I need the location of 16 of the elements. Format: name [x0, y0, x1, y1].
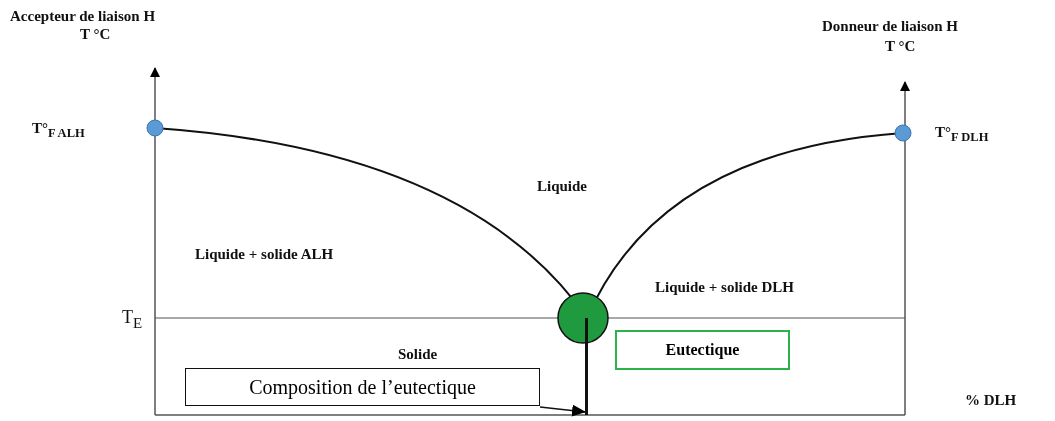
annotation-box: Composition de l’eutectique	[185, 368, 540, 406]
axis-title: % DLH	[965, 392, 1017, 409]
axis-title: Accepteur de liaison H	[10, 8, 156, 25]
region-label: Liquide + solide DLH	[655, 279, 794, 296]
axis-unit: T °C	[885, 38, 916, 55]
axis-title: Donneur de liaison H	[822, 18, 958, 35]
melting-point-label: T°$_{F DLH}$	[935, 124, 989, 145]
axis-unit: T °C	[80, 26, 111, 43]
eutectic-temperature-label: T$_{E}$	[122, 308, 143, 332]
region-label: Liquide	[537, 178, 588, 195]
region-label: Solide	[398, 346, 438, 363]
annotation-box: Eutectique	[615, 330, 790, 370]
eutectic-composition-line	[585, 318, 588, 415]
region-label: Liquide + solide ALH	[195, 246, 334, 263]
melting-point-label: T°$_{F ALH}$	[32, 120, 85, 141]
leader-arrow	[539, 404, 586, 417]
